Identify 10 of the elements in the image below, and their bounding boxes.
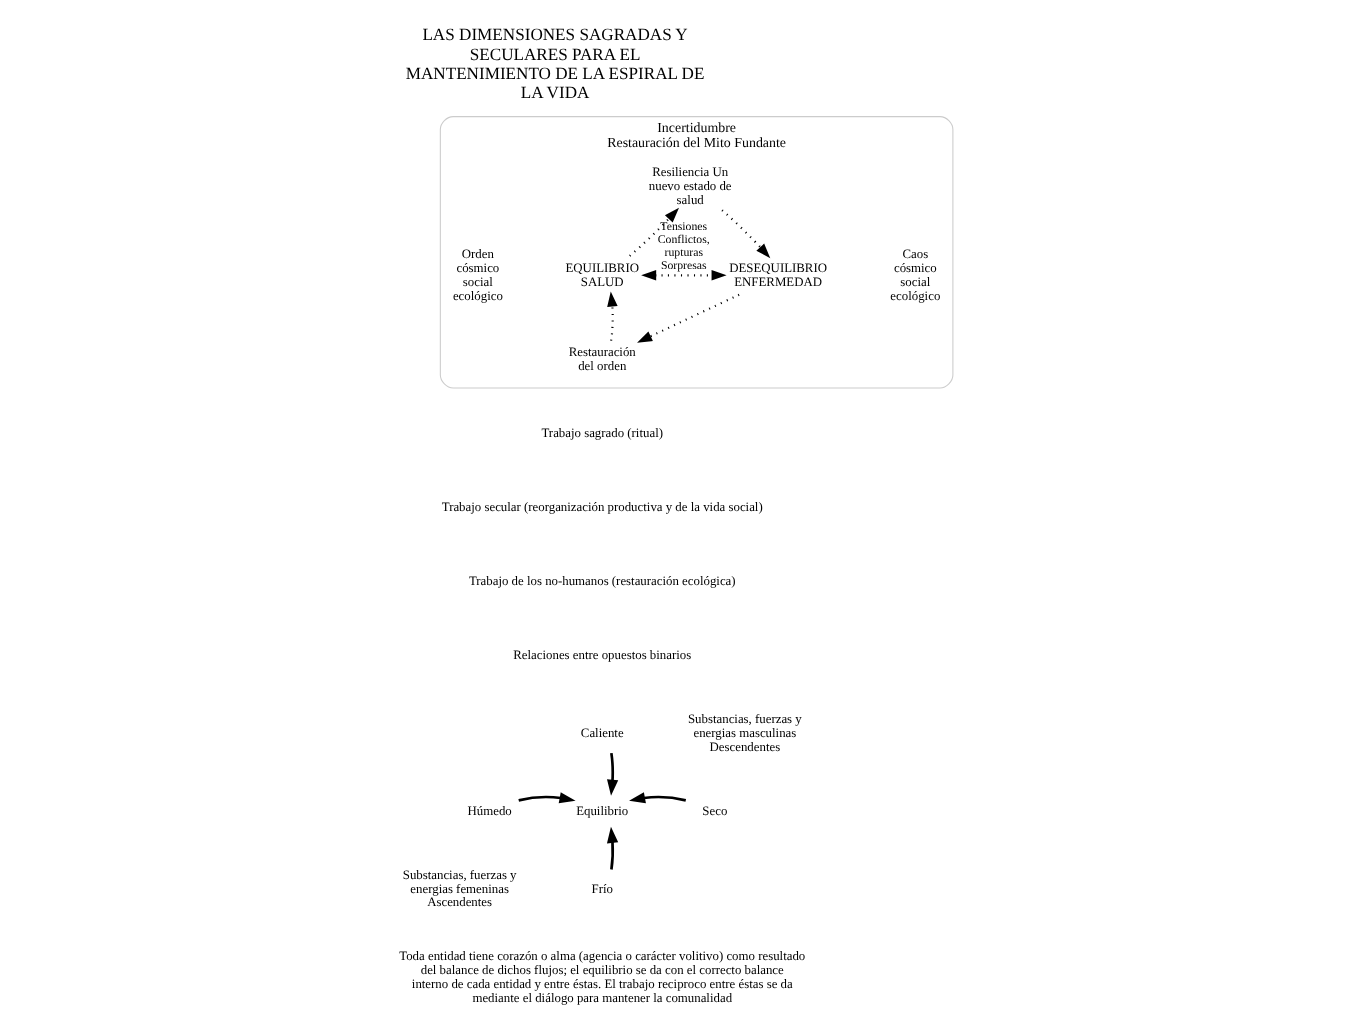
- arrow: [637, 292, 740, 342]
- arrow: [607, 290, 618, 340]
- arrow: [518, 791, 576, 803]
- arrow: [606, 825, 619, 869]
- diagram-title: LAS DIMENSIONES SAGRADAS Y SECULARES PARA EL MANTENIMIENTO DE LA ESPIRAL DE LA VIDA: [405, 23, 705, 102]
- arrow: [641, 269, 727, 280]
- arrow: [629, 206, 679, 256]
- arrow: [607, 751, 619, 795]
- arrow: [629, 791, 687, 803]
- arrow: [721, 208, 771, 258]
